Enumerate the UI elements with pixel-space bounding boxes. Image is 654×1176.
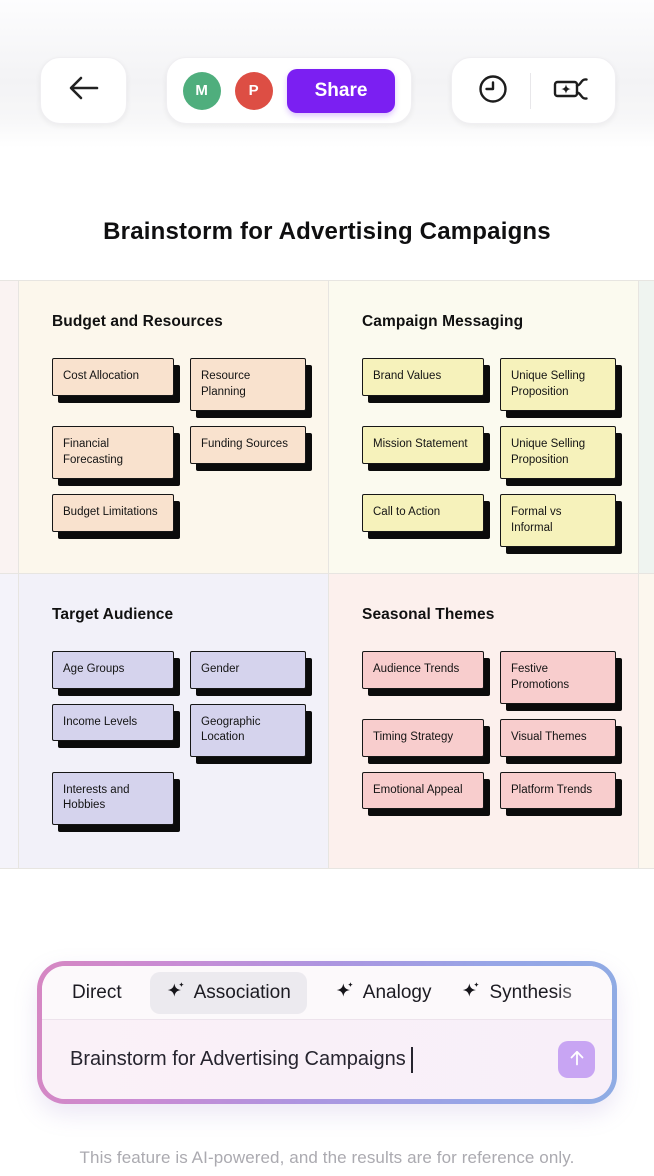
sticky-note[interactable]: Unique Selling Proposition [500, 358, 616, 412]
sticky-note[interactable]: Mission Statement [362, 426, 484, 464]
ai-prompt-panel-inner: Direct Association Analo [42, 966, 612, 1099]
sticky-note[interactable]: Age Groups [52, 651, 174, 689]
header-band: M P Share [0, 0, 654, 148]
text-caret [410, 1046, 413, 1073]
sticky-note-grid: Brand Values Unique Selling Proposition … [362, 358, 618, 548]
tab-synthesis[interactable]: Synthesis [459, 972, 573, 1014]
clock-history-icon [476, 72, 510, 109]
sticky-note[interactable]: Platform Trends [500, 771, 616, 810]
tools-card [451, 57, 616, 124]
mindmap-board: Budget and Resources Cost Allocation Res… [0, 280, 654, 869]
sticky-note[interactable]: Festive Promotions [500, 651, 616, 705]
tab-label: Synthesis [489, 981, 572, 1003]
sticky-note-grid: Audience Trends Festive Promotions Timin… [362, 651, 618, 810]
sparkle-icon [335, 980, 355, 1006]
sticky-note[interactable]: Budget Limitations [52, 494, 174, 532]
sticky-note[interactable]: Unique Selling Proposition [500, 426, 616, 480]
section-budget-and-resources: Budget and Resources Cost Allocation Res… [19, 281, 328, 573]
page-title: Brainstorm for Advertising Campaigns [103, 218, 551, 245]
section-title: Budget and Resources [52, 313, 223, 330]
sticky-note[interactable]: Audience Trends [362, 651, 484, 689]
section-campaign-messaging: Campaign Messaging Brand Values Unique S… [329, 281, 638, 573]
prompt-input-value: Brainstorm for Advertising Campaigns [70, 1048, 406, 1070]
tab-label: Association [193, 981, 291, 1003]
share-button[interactable]: Share [286, 68, 396, 113]
mindmap-button[interactable] [549, 70, 593, 111]
sticky-note[interactable]: Emotional Appeal [362, 771, 484, 810]
ai-prompt-panel: Direct Association Analo [37, 961, 617, 1104]
toolbar: M P Share [40, 57, 616, 124]
sticky-note[interactable]: Brand Values [362, 358, 484, 396]
sticky-note[interactable]: Cost Allocation [52, 358, 174, 396]
sparkle-icon [166, 980, 186, 1006]
sticky-note-grid: Cost Allocation Resource Planning Financ… [52, 358, 308, 532]
sticky-note[interactable]: Interests and Hobbies [52, 771, 174, 825]
mode-tabs: Direct Association Analo [42, 966, 612, 1019]
mindmap-node-icon [551, 72, 591, 109]
section-title: Target Audience [52, 606, 174, 623]
section-target-audience: Target Audience Age Groups Gender Income… [19, 574, 328, 868]
canvas-overflow-strip-top-right [639, 281, 654, 573]
tab-label: Direct [72, 981, 122, 1003]
sticky-note[interactable]: Call to Action [362, 494, 484, 532]
arrow-up-icon [567, 1048, 587, 1071]
sticky-note[interactable]: Timing Strategy [362, 719, 484, 757]
tab-association[interactable]: Association [149, 971, 307, 1014]
panel-divider [42, 1019, 612, 1020]
sparkle-icon [461, 980, 481, 1006]
canvas-overflow-strip-bottom-right [639, 574, 654, 868]
canvas-overflow-strip-bottom-left [0, 574, 18, 868]
sticky-note[interactable]: Geographic Location [190, 703, 306, 757]
ai-disclaimer: This feature is AI-powered, and the resu… [79, 1148, 575, 1167]
sticky-note[interactable]: Gender [190, 651, 306, 689]
prompt-input-row: Brainstorm for Advertising Campaigns [42, 1020, 612, 1099]
section-seasonal-themes: Seasonal Themes Audience Trends Festive … [329, 574, 638, 868]
back-button[interactable] [40, 57, 127, 124]
section-title: Seasonal Themes [362, 606, 495, 623]
history-button[interactable] [474, 70, 512, 111]
tab-label: Analogy [362, 981, 432, 1003]
sticky-note[interactable]: Financial Forecasting [52, 426, 174, 480]
sticky-note[interactable]: Income Levels [52, 703, 174, 742]
send-button[interactable] [558, 1041, 595, 1078]
tab-direct[interactable]: Direct [70, 974, 124, 1012]
avatar-p[interactable]: P [234, 71, 273, 110]
sticky-note-grid: Age Groups Gender Income Levels Geograph… [52, 651, 308, 825]
sticky-note[interactable]: Resource Planning [190, 358, 306, 412]
sticky-note[interactable]: Visual Themes [500, 719, 616, 757]
prompt-input[interactable]: Brainstorm for Advertising Campaigns [70, 1046, 558, 1073]
tab-analogy[interactable]: Analogy [333, 972, 434, 1014]
canvas-overflow-strip-top-left [0, 281, 18, 573]
arrow-left-icon [67, 74, 101, 107]
sticky-note[interactable]: Funding Sources [190, 426, 306, 464]
collaboration-card: M P Share [165, 57, 413, 124]
sticky-note[interactable]: Formal vs Informal [500, 494, 616, 548]
toolbar-divider [530, 72, 531, 109]
avatar-m[interactable]: M [182, 71, 221, 110]
section-title: Campaign Messaging [362, 313, 524, 330]
